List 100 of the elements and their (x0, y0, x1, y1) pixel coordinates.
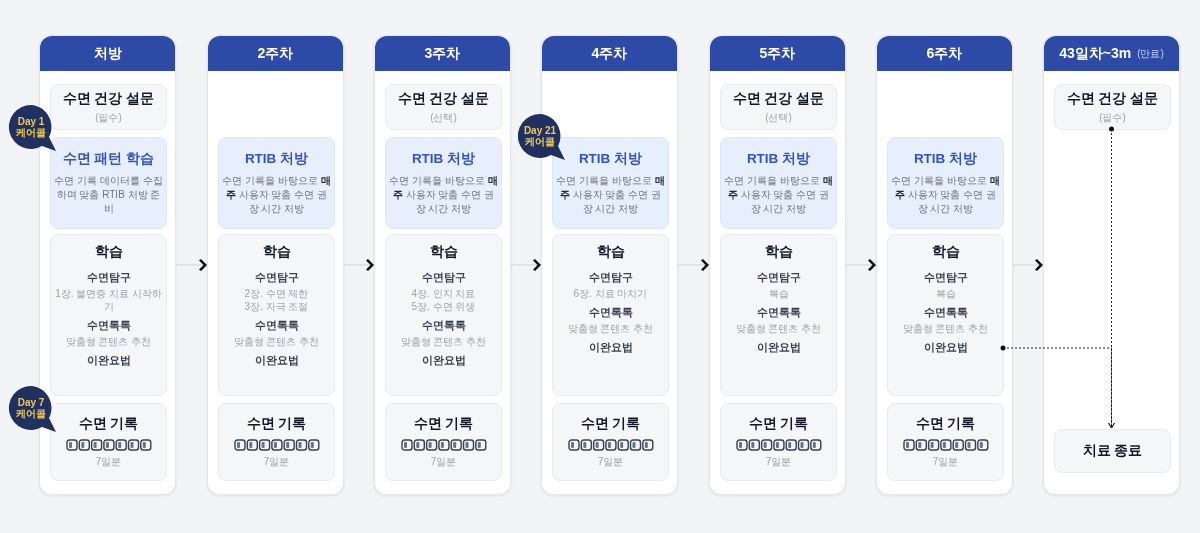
card-note: (선택) (765, 110, 792, 125)
card-title: RTIB 처방 (244, 150, 309, 168)
topic-title: 수면탐구 (588, 270, 633, 286)
card-title: RTIB 처방 (746, 150, 811, 168)
card-title: 수면 건강 설문 (732, 90, 825, 109)
topic-title: 수면톡톡 (421, 318, 466, 333)
topic-description: 1장. 불면증 치료 시작하기 (54, 287, 163, 313)
topic-title: 이완요법 (923, 339, 968, 355)
week-title: 처방 (93, 44, 122, 63)
topic-title: 수면탐구 (86, 270, 131, 286)
prescription-card (720, 137, 837, 229)
topic-description: 맞춤형 콘텐츠 추천 (232, 334, 321, 348)
card-title: RTIB 처방 (411, 150, 476, 168)
card-title: 학습 (94, 243, 123, 261)
topic-title: 수면톡톡 (756, 305, 801, 320)
card-description: 수면 기록을 바탕으로 매주 사용자 맞춤 수면 권장 시간 처방 (221, 174, 332, 217)
topic-title: 이완요법 (756, 339, 801, 355)
card-title: 학습 (764, 243, 793, 261)
card-title: 수면 기록 (78, 415, 139, 433)
card-title: 수면 기록 (748, 415, 809, 433)
topic-title: 이완요법 (254, 352, 299, 368)
sleep-log-card (50, 403, 167, 481)
topic-title: 이완요법 (86, 352, 131, 368)
card-title: 수면 기록 (413, 415, 474, 433)
prescription-card (218, 137, 335, 229)
topic-description: 5장. 수면 위생 (410, 300, 477, 313)
week-column (374, 35, 511, 495)
card-note: 7일분 (263, 455, 290, 470)
week-title: 43일차~3m (1059, 44, 1132, 63)
survey-card (1054, 84, 1171, 130)
topic-description: 3장. 자극 조절 (243, 300, 310, 313)
card-note: (필수) (1099, 110, 1126, 125)
week-column (709, 35, 846, 495)
topic-title: 이완요법 (588, 339, 633, 355)
week-title: 4주차 (591, 44, 628, 63)
card-note: 7일분 (95, 455, 122, 470)
prescription-card (50, 137, 167, 229)
topic-description: 맞춤형 콘텐츠 추천 (901, 321, 990, 335)
topic-title: 수면탐구 (421, 270, 466, 286)
callout-text: Day 1 케어콜 (15, 116, 47, 138)
dotted-connector (1108, 126, 1115, 429)
topic-description: 4장. 인지 치료 (410, 287, 477, 300)
prescription-card (887, 137, 1004, 229)
topic-description: 맞춤형 콘텐츠 추천 (399, 334, 488, 348)
card-description: 수면 기록을 바탕으로 매주 사용자 맞춤 수면 권장 시간 처방 (388, 174, 499, 217)
card-title: 치료 종료 (1082, 441, 1143, 460)
card-title: 학습 (931, 243, 960, 261)
learning-card (887, 234, 1004, 396)
callout-text: Day 21 케어콜 (522, 125, 558, 147)
topic-title: 수면톡톡 (923, 305, 968, 320)
week-note: (만료) (1137, 47, 1164, 61)
week-title: 6주차 (926, 44, 963, 63)
sleep-log-card (385, 403, 502, 481)
sleep-log-card (218, 403, 335, 481)
topic-description: 복습 (767, 287, 790, 300)
card-title: 수면 기록 (246, 415, 307, 433)
card-title: 학습 (429, 243, 458, 261)
week-title: 5주차 (759, 44, 796, 63)
callout-text: Day 7 케어콜 (15, 397, 47, 419)
card-note: 7일분 (765, 455, 792, 470)
card-title: RTIB 처방 (578, 150, 643, 168)
week-column (207, 35, 344, 495)
topic-description: 복습 (934, 287, 957, 300)
card-note: (필수) (95, 110, 122, 125)
sleep-log-card (552, 403, 669, 481)
week-column (876, 35, 1013, 495)
topic-title: 수면톡톡 (588, 305, 633, 320)
card-title: 수면 기록 (580, 415, 641, 433)
card-title: 수면 건강 설문 (1066, 90, 1159, 109)
card-note: (선택) (430, 110, 457, 125)
card-title: 수면 기록 (915, 415, 976, 433)
survey-card (50, 84, 167, 130)
topic-description: 맞춤형 콘텐츠 추천 (566, 321, 655, 335)
topic-title: 수면탐구 (254, 270, 299, 286)
card-title: 학습 (596, 243, 625, 261)
card-title: 학습 (262, 243, 291, 261)
learning-card (50, 234, 167, 396)
topic-description: 맞춤형 콘텐츠 추천 (64, 334, 153, 348)
topic-title: 수면탐구 (923, 270, 968, 286)
card-description: 수면 기록을 바탕으로 매주 사용자 맞춤 수면 권장 시간 처방 (555, 174, 666, 217)
week-title: 2주차 (257, 44, 294, 63)
card-description: 수면 기록을 바탕으로 매주 사용자 맞춤 수면 권장 시간 처방 (890, 174, 1001, 217)
card-title: 수면 건강 설문 (62, 90, 155, 109)
topic-title: 수면톡톡 (254, 318, 299, 333)
card-note: 7일분 (430, 455, 457, 470)
prescription-card (385, 137, 502, 229)
topic-title: 이완요법 (421, 352, 466, 368)
week-column (1043, 35, 1180, 495)
card-note: 7일분 (932, 455, 959, 470)
topic-description: 2장. 수면 제한 (243, 287, 310, 300)
card-description: 수면 기록 데이터를 수집하며 맞춤 RTIB 처방 준비 (53, 174, 164, 217)
card-title: 수면 패턴 학습 (62, 150, 155, 168)
card-title: 수면 건강 설문 (397, 90, 490, 109)
card-description: 수면 기록을 바탕으로 매주 사용자 맞춤 수면 권장 시간 처방 (723, 174, 834, 217)
topic-description: 6장. 치료 마치기 (572, 287, 649, 300)
sleep-log-card (887, 403, 1004, 481)
topic-title: 수면톡톡 (86, 318, 131, 333)
topic-description: 맞춤형 콘텐츠 추천 (734, 321, 823, 335)
sleep-log-card (720, 403, 837, 481)
topic-title: 수면탐구 (756, 270, 801, 286)
